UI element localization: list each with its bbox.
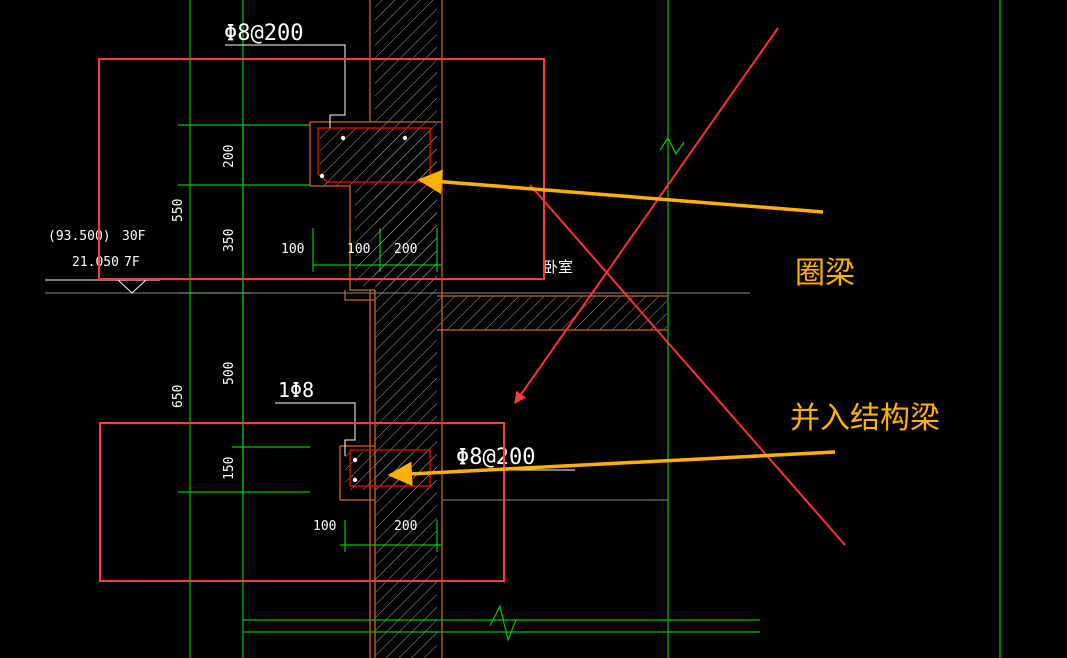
red-cross-overlay	[514, 27, 846, 546]
bottom-bar-label: 1Φ8	[278, 378, 314, 402]
callout-arrows	[387, 169, 836, 487]
dim-650: 650	[171, 385, 186, 408]
top-stirrup-label: Φ8@200	[224, 21, 303, 46]
merged-beam-annotation: 并入结构梁	[790, 401, 940, 436]
merged-beam-arrow	[387, 450, 836, 487]
dim-150: 150	[222, 457, 237, 480]
ring-beam-arrow	[417, 169, 824, 214]
dim-500: 500	[222, 362, 237, 385]
room-label: 卧室	[543, 258, 573, 276]
level-mark-2-elev: 21.050	[72, 255, 119, 270]
level-mark-1-elev: (93.500)	[48, 229, 111, 244]
rebar-dots	[319, 135, 408, 483]
dim-350: 350	[222, 229, 237, 252]
dim-200-bottom: 200	[394, 519, 417, 534]
break-symbol-bottom	[489, 604, 517, 642]
break-symbol-top	[659, 136, 685, 156]
dim-100-b: 100	[347, 242, 370, 257]
wall-section	[309, 0, 668, 658]
level-marks: (93.500) 30F 21.050 7F	[45, 229, 160, 294]
dim-100-a: 100	[281, 242, 304, 257]
ring-beam-highlight-box	[98, 58, 545, 280]
ring-beam-annotation: 圈梁	[795, 256, 855, 291]
dimension-labels: 200 350 550 100 100 200 500 650 150 100 …	[171, 145, 417, 534]
dim-200-top: 200	[222, 145, 237, 168]
level-mark-2-floor: 7F	[124, 255, 140, 270]
level-mark-1-floor: 30F	[122, 229, 146, 244]
bottom-stirrup-label: Φ8@200	[456, 445, 535, 470]
dim-200-width-top: 200	[394, 242, 417, 257]
merged-beam-highlight-box	[99, 422, 505, 582]
dim-550: 550	[171, 199, 186, 222]
dim-100-bottom: 100	[313, 519, 336, 534]
rebar	[317, 127, 431, 487]
